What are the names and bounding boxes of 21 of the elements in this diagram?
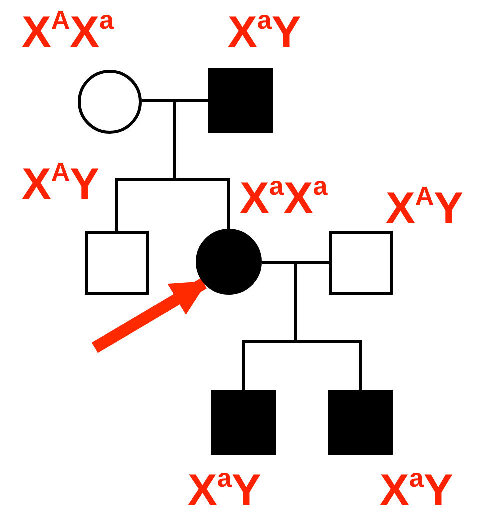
unaffected-male-square	[85, 231, 149, 295]
genotype-label: X$^{a}$Y	[188, 468, 262, 514]
genotype-label: X$^{A}$Y	[386, 186, 464, 232]
unaffected-male-square	[329, 231, 393, 295]
genotype-label: X$^{a}$Y	[380, 468, 454, 514]
pointer-arrow	[92, 278, 208, 354]
pedigree-line	[116, 178, 175, 231]
affected-male-square	[208, 68, 273, 133]
pedigree-line	[175, 178, 230, 229]
genotype-label: X$^{a}$Y	[228, 10, 302, 56]
pedigree-line	[174, 101, 176, 180]
affected-male-square	[211, 390, 276, 455]
genotype-label: X$^{A}$Y	[22, 162, 100, 208]
pedigree-line	[294, 263, 298, 342]
pedigree-line	[142, 100, 208, 102]
affected-male-square	[328, 390, 393, 455]
pedigree-line	[242, 340, 296, 390]
genotype-label: X$^{A}$X$^{a}$	[22, 10, 114, 56]
pedigree-line	[296, 340, 362, 390]
genotype-label: X$^{a}$X$^{a}$	[240, 176, 328, 222]
pedigree-line	[262, 262, 329, 264]
